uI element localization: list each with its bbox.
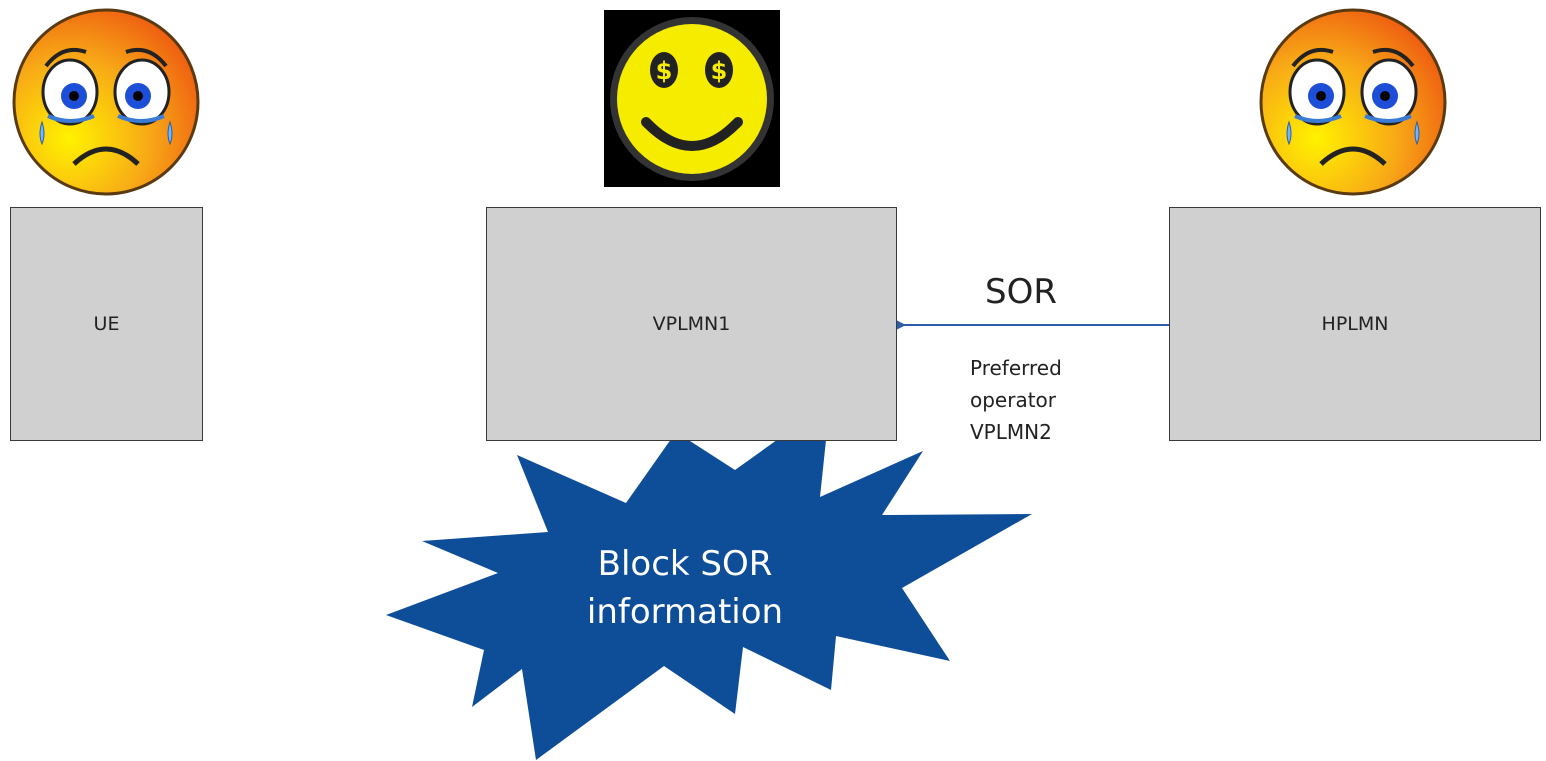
hplmn-label: HPLMN — [1321, 313, 1389, 335]
hplmn-node: HPLMN — [1169, 207, 1541, 441]
vplmn1-node: VPLMN1 — [486, 207, 897, 441]
burst-label: Block SOR information — [540, 540, 830, 636]
svg-text:$: $ — [711, 57, 728, 85]
crying-face-icon — [1259, 8, 1447, 196]
vplmn2-line: VPLMN2 — [970, 420, 1052, 444]
burst-line-2: information — [586, 592, 784, 632]
crying-face-icon — [12, 8, 200, 196]
preferred-operator-label: Preferred operator VPLMN2 — [970, 352, 1110, 448]
burst-line-1: Block SOR — [597, 544, 773, 584]
vplmn1-label: VPLMN1 — [652, 313, 731, 335]
preferred-line: Preferred — [970, 356, 1062, 380]
sor-message-label: SOR — [985, 272, 1057, 312]
ue-label: UE — [93, 313, 120, 335]
dollar-eyes-smiley-icon: $ $ — [604, 10, 780, 187]
operator-line: operator — [970, 388, 1057, 412]
burst-shape — [386, 402, 1032, 760]
svg-text:$: $ — [656, 57, 673, 85]
ue-node: UE — [10, 207, 203, 441]
